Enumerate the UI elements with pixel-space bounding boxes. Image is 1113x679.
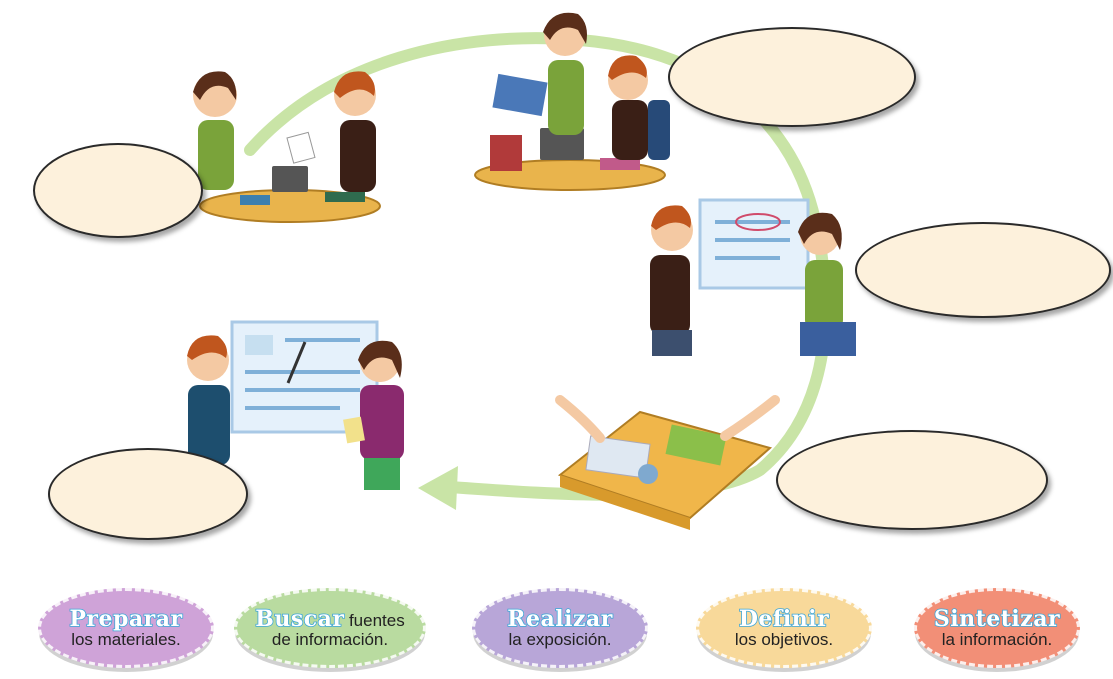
card-verb: Preparar: [69, 605, 183, 632]
answer-oval-3[interactable]: [855, 222, 1111, 318]
card-preparar[interactable]: Preparar los materiales.: [38, 588, 214, 668]
scene-students-presenting: [187, 320, 404, 490]
answer-oval-2[interactable]: [668, 27, 916, 127]
scene-students-discussing: [193, 71, 381, 223]
card-verb: Realizar: [506, 605, 613, 632]
card-text: los materiales.: [71, 629, 181, 649]
card-text: de información.: [271, 629, 389, 649]
card-verb: Definir: [738, 605, 830, 632]
card-text: la información.: [941, 629, 1053, 649]
scene-students-board: [650, 198, 856, 356]
card-realizar[interactable]: Realizar la exposición.: [472, 588, 648, 668]
answer-oval-4[interactable]: [776, 430, 1048, 530]
cycle-arrowhead: [418, 466, 458, 510]
card-verb: Buscar: [254, 605, 345, 632]
card-text: la exposición.: [508, 629, 612, 649]
scene-students-researching: [474, 12, 670, 191]
card-sintetizar[interactable]: Sintetizar la información.: [914, 588, 1080, 668]
card-buscar[interactable]: Buscar fuentes de información.: [234, 588, 426, 668]
answer-oval-1[interactable]: [33, 143, 203, 238]
card-text: fuentes: [348, 610, 405, 630]
card-verb: Sintetizar: [933, 605, 1061, 632]
card-text: los objetivos.: [734, 629, 834, 649]
card-definir[interactable]: Definir los objetivos.: [696, 588, 872, 668]
scene-materials-table: [555, 395, 780, 530]
answer-oval-5[interactable]: [48, 448, 248, 540]
